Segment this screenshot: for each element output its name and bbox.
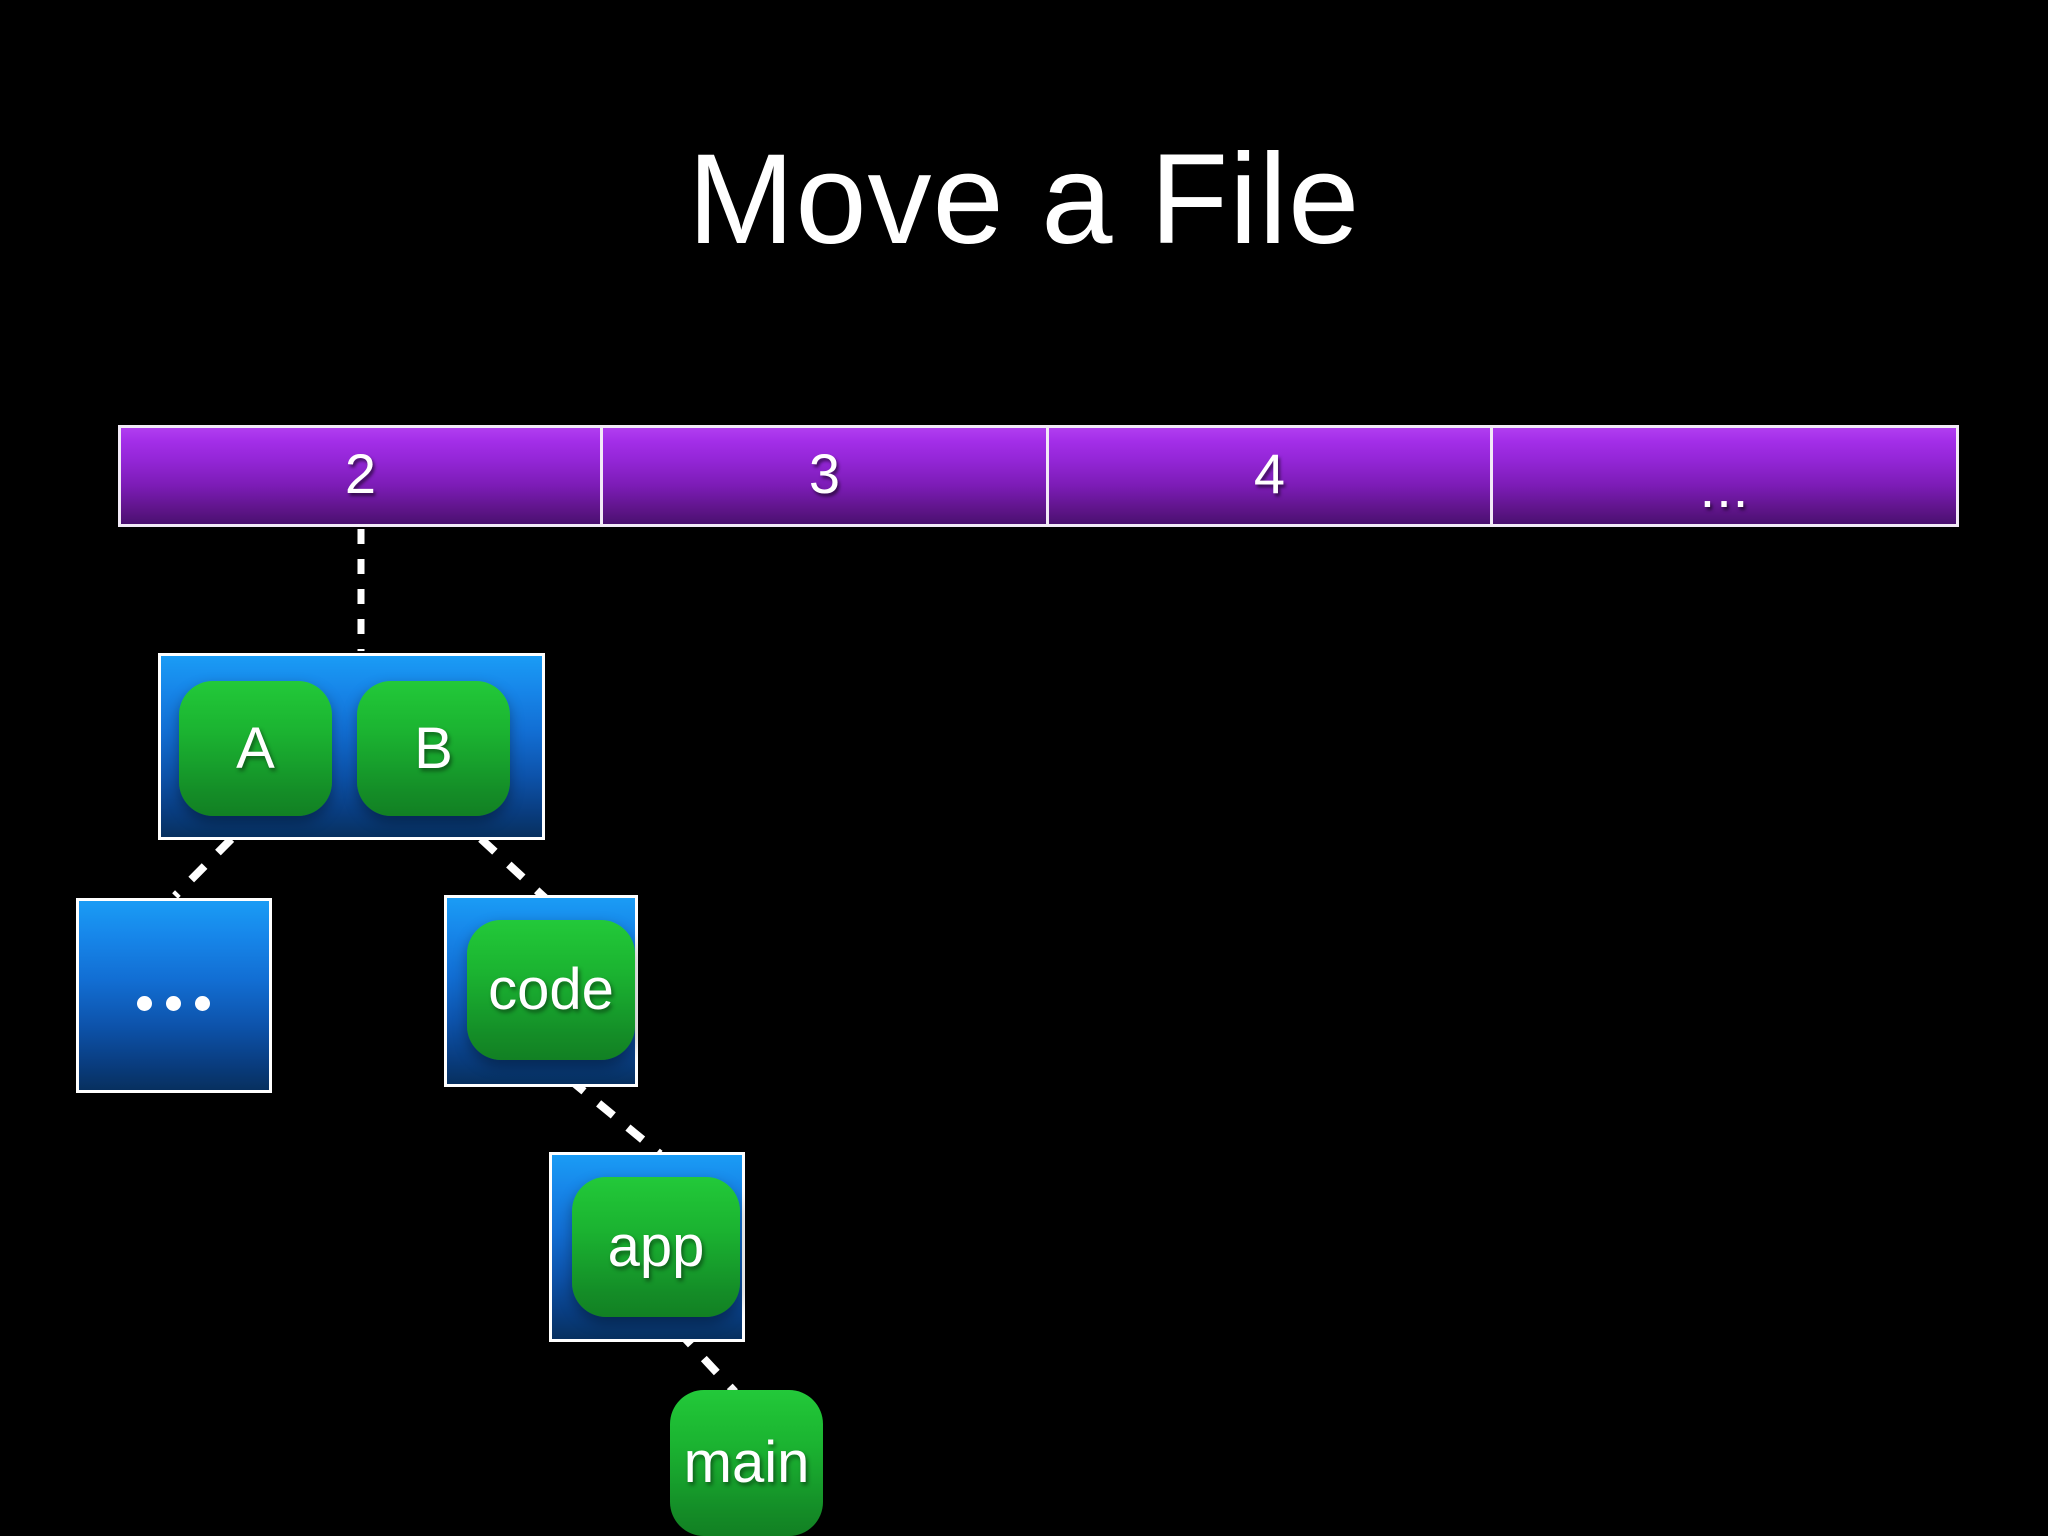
blob-main-label: main (683, 1430, 810, 1495)
blob-b[interactable]: B (357, 681, 510, 816)
blob-a[interactable]: A (179, 681, 332, 816)
tree-root[interactable]: A B (158, 653, 545, 840)
tree-app[interactable]: app (549, 1152, 745, 1342)
tree-dots[interactable] (76, 898, 272, 1093)
blob-main[interactable]: main (670, 1390, 823, 1536)
page-title: Move a File (687, 128, 1361, 271)
commit-cell-3[interactable]: 3 (600, 425, 1049, 527)
blob-app-label: app (607, 1214, 705, 1279)
commit-cell-3-label: 3 (808, 442, 841, 505)
commit-cell-4[interactable]: 4 (1046, 425, 1493, 527)
commit-cell-more[interactable]: ... (1490, 425, 1959, 527)
ellipsis-icon (137, 996, 210, 1011)
commit-cell-2[interactable]: 2 (118, 425, 603, 527)
commit-history-bar: 2 3 4 ... (118, 425, 1962, 527)
commit-cell-4-label: 4 (1253, 442, 1286, 505)
blob-code[interactable]: code (467, 920, 635, 1060)
blob-code-label: code (488, 957, 614, 1022)
blob-b-label: B (414, 715, 453, 781)
blob-a-label: A (236, 715, 275, 781)
tree-code[interactable]: code (444, 895, 638, 1087)
commit-cell-2-label: 2 (344, 442, 377, 505)
commit-cell-more-label: ... (1699, 456, 1750, 519)
blob-app[interactable]: app (572, 1177, 740, 1317)
